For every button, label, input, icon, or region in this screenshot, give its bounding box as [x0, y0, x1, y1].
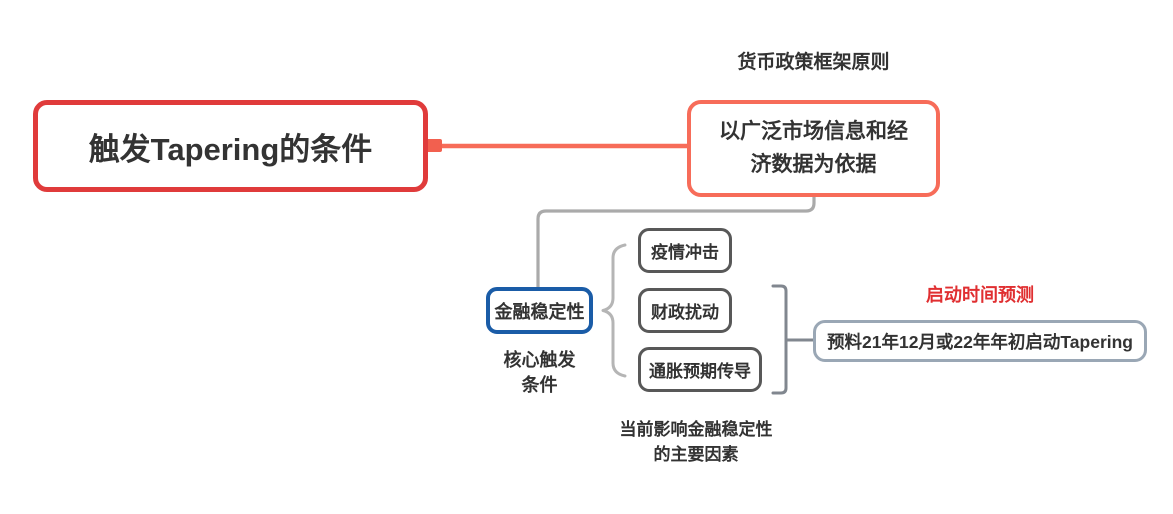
- factor-label: 财政扰动: [651, 303, 719, 322]
- factor-label: 通胀预期传导: [649, 362, 751, 381]
- prediction-overline-label[interactable]: 启动时间预测: [926, 285, 1034, 305]
- factor-node-pandemic-shock[interactable]: 疫情冲击: [638, 228, 732, 273]
- root-topic-label: 触发Tapering的条件: [88, 131, 373, 167]
- factor-node-inflation-expectation[interactable]: 通胀预期传导: [638, 347, 762, 392]
- factor-label: 疫情冲击: [651, 243, 719, 262]
- group-brace: [601, 243, 627, 378]
- principle-topic-node[interactable]: 以广泛市场信息和经 济数据为依据: [687, 100, 940, 197]
- factors-caption-label[interactable]: 当前影响金融稳定性 的主要因素: [619, 420, 773, 464]
- financial-stability-label: 金融稳定性: [494, 301, 585, 322]
- financial-caption-label[interactable]: 核心触发 条件: [503, 350, 576, 396]
- financial-stability-node[interactable]: 金融稳定性: [486, 287, 593, 334]
- principle-topic-label: 以广泛市场信息和经 济数据为依据: [719, 119, 908, 176]
- prediction-summary-node[interactable]: 预料21年12月或22年年初启动Tapering: [813, 320, 1147, 362]
- factor-node-fiscal-disturbance[interactable]: 财政扰动: [638, 288, 732, 333]
- prediction-summary-label: 预料21年12月或22年年初启动Tapering: [827, 331, 1133, 352]
- summary-bracket: [771, 284, 788, 395]
- principle-overline-label[interactable]: 货币政策框架原则: [737, 52, 890, 73]
- root-topic-node[interactable]: 触发Tapering的条件: [33, 100, 428, 192]
